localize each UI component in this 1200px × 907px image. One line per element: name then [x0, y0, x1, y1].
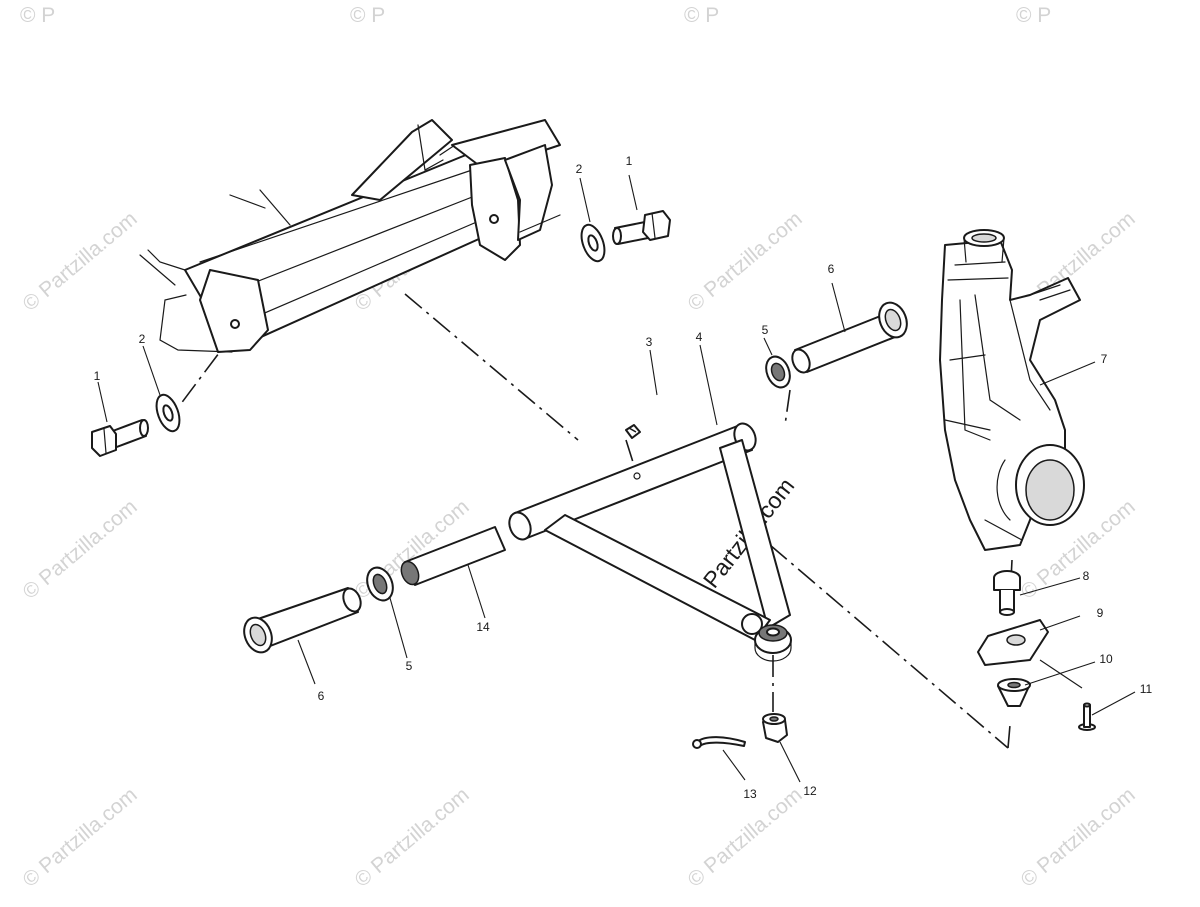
callout-label: 6: [828, 262, 835, 276]
callout-label: 2: [576, 162, 583, 176]
ball-joint-hardware: [692, 713, 788, 749]
callout-label: 10: [1099, 652, 1113, 666]
callout-label: 8: [1083, 569, 1090, 583]
alignment-lines: [179, 293, 1013, 749]
callout-label: 13: [743, 787, 757, 801]
watermark-corner: © P: [1016, 4, 1051, 27]
watermark: © Partzilla.com: [683, 207, 806, 316]
leader-lines: [97, 174, 1136, 783]
lower-pivot-parts: [243, 526, 506, 654]
upper-pivot-parts: [765, 301, 908, 389]
spindle-knuckle: [939, 229, 1085, 551]
watermark-corner: © P: [20, 4, 55, 27]
frame-crossmember: [139, 119, 561, 353]
callout-label: 3: [646, 335, 653, 349]
callout-label: 1: [626, 154, 633, 168]
callout-label: 4: [696, 330, 703, 344]
watermark: © Partzilla.com: [1016, 783, 1139, 892]
upper-fasteners: [91, 210, 671, 457]
watermark-corner: © P: [350, 4, 385, 27]
callout-label: 6: [318, 689, 325, 703]
callout-label: 2: [139, 332, 146, 346]
callout-label: 5: [762, 323, 769, 337]
watermark: © Partzilla.com: [18, 495, 141, 604]
callout-label: 1: [94, 369, 101, 383]
grease-fitting: [625, 424, 641, 439]
watermark: © Partzilla.com: [18, 207, 141, 316]
watermark: © Partzilla.com: [18, 783, 141, 892]
knuckle-hardware: [977, 570, 1096, 731]
watermark: © Partzilla.com: [350, 783, 473, 892]
callout-label: 5: [406, 659, 413, 673]
callout-label: 7: [1101, 352, 1108, 366]
watermark-corner: © P: [684, 4, 719, 27]
callout-label: 14: [476, 620, 490, 634]
callout-label: 11: [1140, 682, 1153, 696]
callout-label: 12: [803, 784, 817, 798]
a-arm: [508, 422, 792, 662]
callout-labels: 1 2 1 2 3 4 5 6 7 14 5 6 8 9 10 11 12 13: [94, 154, 1153, 801]
callout-label: 9: [1097, 606, 1104, 620]
